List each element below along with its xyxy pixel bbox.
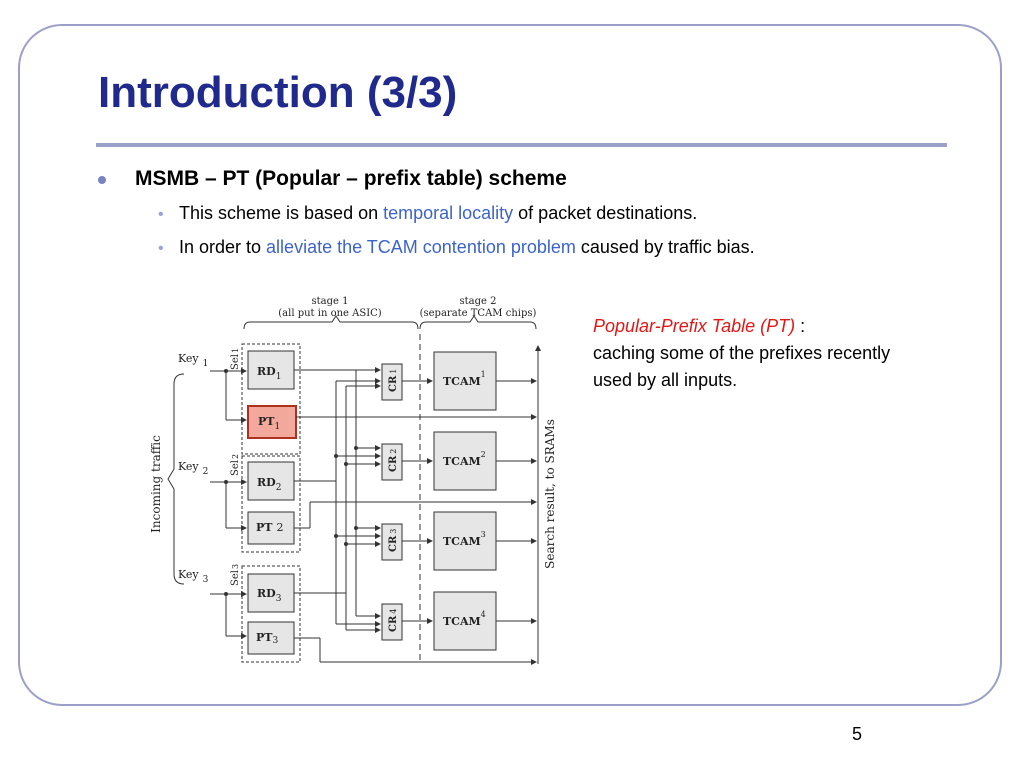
stage2-label: stage 2 — [460, 296, 497, 307]
pt-annotation-title: Popular-Prefix Table (PT) — [593, 316, 796, 336]
svg-text:RD3: RD3 — [257, 587, 282, 604]
tcam4-label: TCAM — [443, 615, 481, 628]
sel-label-3: Sel — [230, 570, 241, 586]
svg-text:RD1: RD1 — [257, 365, 281, 382]
group-3 — [241, 565, 301, 663]
key-label-3: Key — [178, 568, 199, 581]
sub2-text-post: caused by traffic bias. — [575, 237, 755, 257]
stage1-label: stage 1 — [312, 296, 349, 307]
tcam1-label: TCAM — [443, 375, 481, 388]
sub2-highlight: alleviate the TCAM contention problem — [266, 237, 576, 257]
tcam2-label: TCAM — [443, 455, 481, 468]
svg-text:Sel1: Sel1 — [230, 348, 241, 370]
tcam2-box — [433, 431, 497, 491]
cr1-box — [381, 363, 403, 401]
msmb-pt-diagram: stage 1 (all put in one ASIC) stage 2 (s… — [150, 296, 557, 665]
pt1-box — [247, 405, 297, 439]
pt-annotation-body: caching some of the prefixes recently us… — [593, 343, 891, 390]
incoming-brace — [167, 373, 185, 585]
pt2-box — [247, 511, 295, 545]
key-label-1: Key — [178, 352, 199, 365]
cr3-label: CR — [388, 535, 399, 552]
cr2-box — [381, 443, 403, 481]
sub1-text-post: of packet destinations. — [513, 203, 698, 223]
tcam1-box — [433, 351, 497, 411]
svg-text:TCAM3: TCAM3 — [443, 530, 486, 548]
svg-text:TCAM4: TCAM4 — [443, 610, 486, 628]
svg-text:PT2: PT2 — [256, 521, 283, 534]
group-2 — [241, 455, 301, 553]
svg-text:CR1: CR1 — [388, 369, 399, 392]
group-1 — [241, 343, 301, 455]
svg-text:PT3: PT3 — [256, 631, 278, 646]
pt-annotation-colon: : — [795, 316, 806, 336]
sub1-text-pre: This scheme is based on — [179, 203, 384, 223]
slide-frame — [18, 24, 1002, 706]
svg-text:RD2: RD2 — [257, 476, 281, 493]
main-bullet-text: MSMB – PT (Popular – prefix table) schem… — [135, 167, 567, 190]
sub2-text-pre: In order to — [179, 237, 267, 257]
sel-label-1: Sel — [230, 354, 241, 370]
stage2-sub-label: (separate TCAM chips) — [420, 308, 537, 319]
sub-bullet-dot-icon: • — [158, 240, 164, 257]
cr1-label: CR — [388, 375, 399, 392]
bullet-dot-icon — [98, 176, 106, 184]
key-label-2: Key — [178, 460, 199, 473]
sel-label-2: Sel — [230, 460, 241, 476]
rd1-label: RD — [257, 365, 276, 378]
svg-text:Sel2: Sel2 — [230, 454, 241, 476]
sub-bullet-dot-icon: • — [158, 206, 164, 223]
svg-text:TCAM2: TCAM2 — [443, 450, 486, 468]
stage2-brace — [419, 315, 537, 330]
search-result-label: Search result, to SRAMs — [543, 419, 557, 569]
rd2-box — [247, 461, 295, 501]
pt-annotation: Popular-Prefix Table (PT) : caching some… — [593, 313, 913, 394]
title-divider — [96, 143, 947, 147]
pt3-label: PT — [256, 631, 273, 644]
stage1-brace — [243, 315, 419, 330]
sub1-highlight: temporal locality — [383, 203, 514, 223]
cr3-box — [381, 523, 403, 561]
tcam3-box — [433, 511, 497, 571]
cr2-label: CR — [388, 455, 399, 472]
cr4-label: CR — [388, 615, 399, 632]
svg-text:Sel3: Sel3 — [230, 564, 241, 586]
svg-text:CR2: CR2 — [388, 449, 399, 472]
rd3-box — [247, 573, 295, 613]
svg-text:CR4: CR4 — [388, 609, 399, 632]
svg-text:TCAM1: TCAM1 — [443, 370, 486, 388]
tcam4-box — [433, 591, 497, 651]
incoming-traffic-label: Incoming traffic — [150, 435, 163, 533]
rd2-label: RD — [257, 476, 276, 489]
tcam3-label: TCAM — [443, 535, 481, 548]
pt2-label: PT — [256, 521, 273, 534]
pt3-box — [247, 621, 295, 655]
stage1-sub-label: (all put in one ASIC) — [278, 308, 382, 319]
svg-text:PT1: PT1 — [258, 415, 280, 432]
slide-title: Introduction (3/3) — [98, 68, 458, 117]
pt1-label: PT — [258, 415, 275, 428]
svg-text:CR3: CR3 — [388, 529, 399, 552]
rd3-label: RD — [257, 587, 276, 600]
cr4-box — [381, 603, 403, 641]
page-number: 5 — [852, 724, 863, 744]
